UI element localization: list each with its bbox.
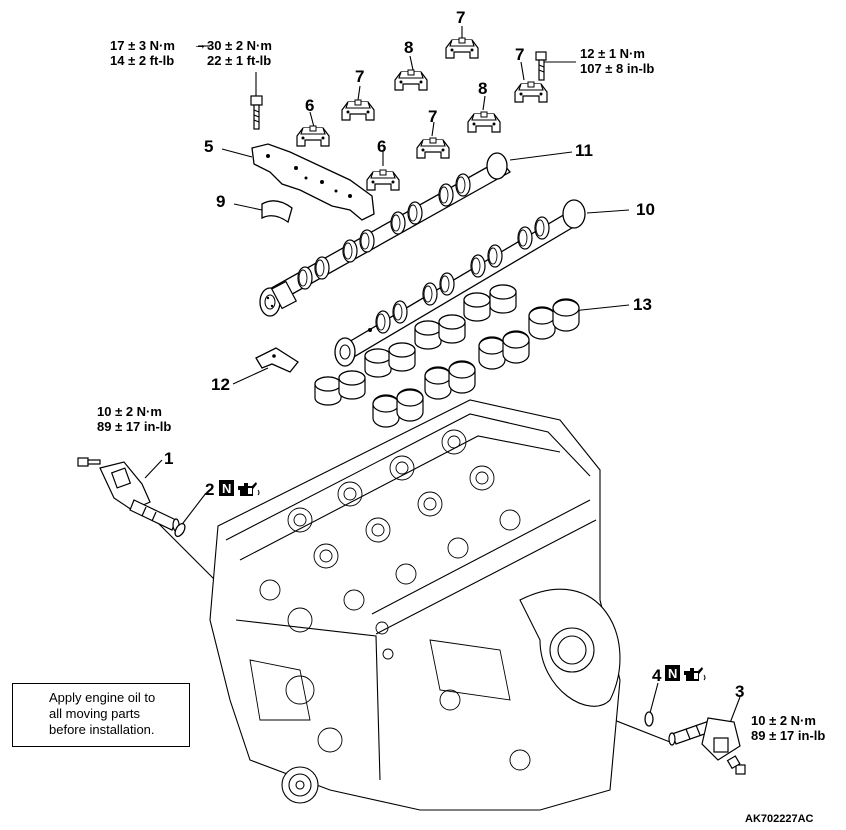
torque-spec-cap-bolt: 12 ± 1 N·m 107 ± 8 in-lb: [580, 46, 654, 76]
callout-13: 13: [633, 295, 652, 314]
callout-7: 7: [428, 107, 438, 126]
callout-9: 9: [216, 192, 226, 211]
torque-spec-line: 10 ± 2 N·m: [751, 713, 816, 728]
torque-spec-line: 22 ± 1 ft-lb: [207, 53, 272, 68]
callout-12: 12: [211, 375, 230, 394]
oil-can-icon: [14, 706, 36, 724]
callout-2: 2: [205, 480, 215, 499]
legend-line: Apply engine oil to: [49, 690, 156, 705]
torque-spec-line: 10 ± 2 N·m: [97, 404, 162, 419]
callout-4: 4: [652, 666, 662, 685]
legend-box: Apply engine oil to all moving parts bef…: [12, 683, 190, 747]
new-part-letter: N: [222, 481, 232, 496]
new-part-letter: N: [668, 666, 678, 681]
figure-code: AK702227AC: [745, 813, 814, 825]
callout-8: 8: [478, 79, 488, 98]
legend-text: Apply engine oil to all moving parts bef…: [49, 690, 155, 738]
legend-line: all moving parts: [49, 706, 141, 721]
torque-spec-solenoid-3: 10 ± 2 N·m 89 ± 17 in-lb: [751, 713, 825, 743]
callout-8: 8: [404, 38, 414, 57]
torque-spec-initial: 17 ± 3 N·m 14 ± 2 ft-lb: [110, 38, 175, 68]
torque-spec-solenoid-1: 10 ± 2 N·m 89 ± 17 in-lb: [97, 404, 171, 434]
legend-line: before installation.: [49, 722, 155, 737]
callout-6: 6: [305, 96, 315, 115]
callout-11: 11: [575, 141, 593, 160]
torque-spec-line: 30 ± 2 N·m: [207, 38, 272, 53]
torque-spec-line: 107 ± 8 in-lb: [580, 61, 655, 76]
callout-1: 1: [164, 449, 174, 468]
torque-spec-line: 89 ± 17 in-lb: [751, 728, 826, 743]
torque-spec-line: 17 ± 3 N·m: [110, 38, 175, 53]
callout-5: 5: [204, 137, 214, 156]
callout-7: 7: [355, 67, 365, 86]
torque-spec-line: 14 ± 2 ft-lb: [110, 53, 175, 68]
callout-7: 7: [456, 8, 466, 27]
torque-spec-line: 89 ± 17 in-lb: [97, 419, 172, 434]
callout-10: 10: [636, 200, 655, 219]
torque-spec-line: 12 ± 1 N·m: [580, 46, 645, 61]
callout-3: 3: [735, 682, 745, 701]
torque-arrow: →: [193, 36, 207, 52]
callout-7: 7: [515, 45, 525, 64]
callout-6: 6: [377, 137, 387, 156]
new-part-symbol-2: [219, 480, 234, 496]
torque-spec-final: 30 ± 2 N·m 22 ± 1 ft-lb: [207, 38, 272, 68]
